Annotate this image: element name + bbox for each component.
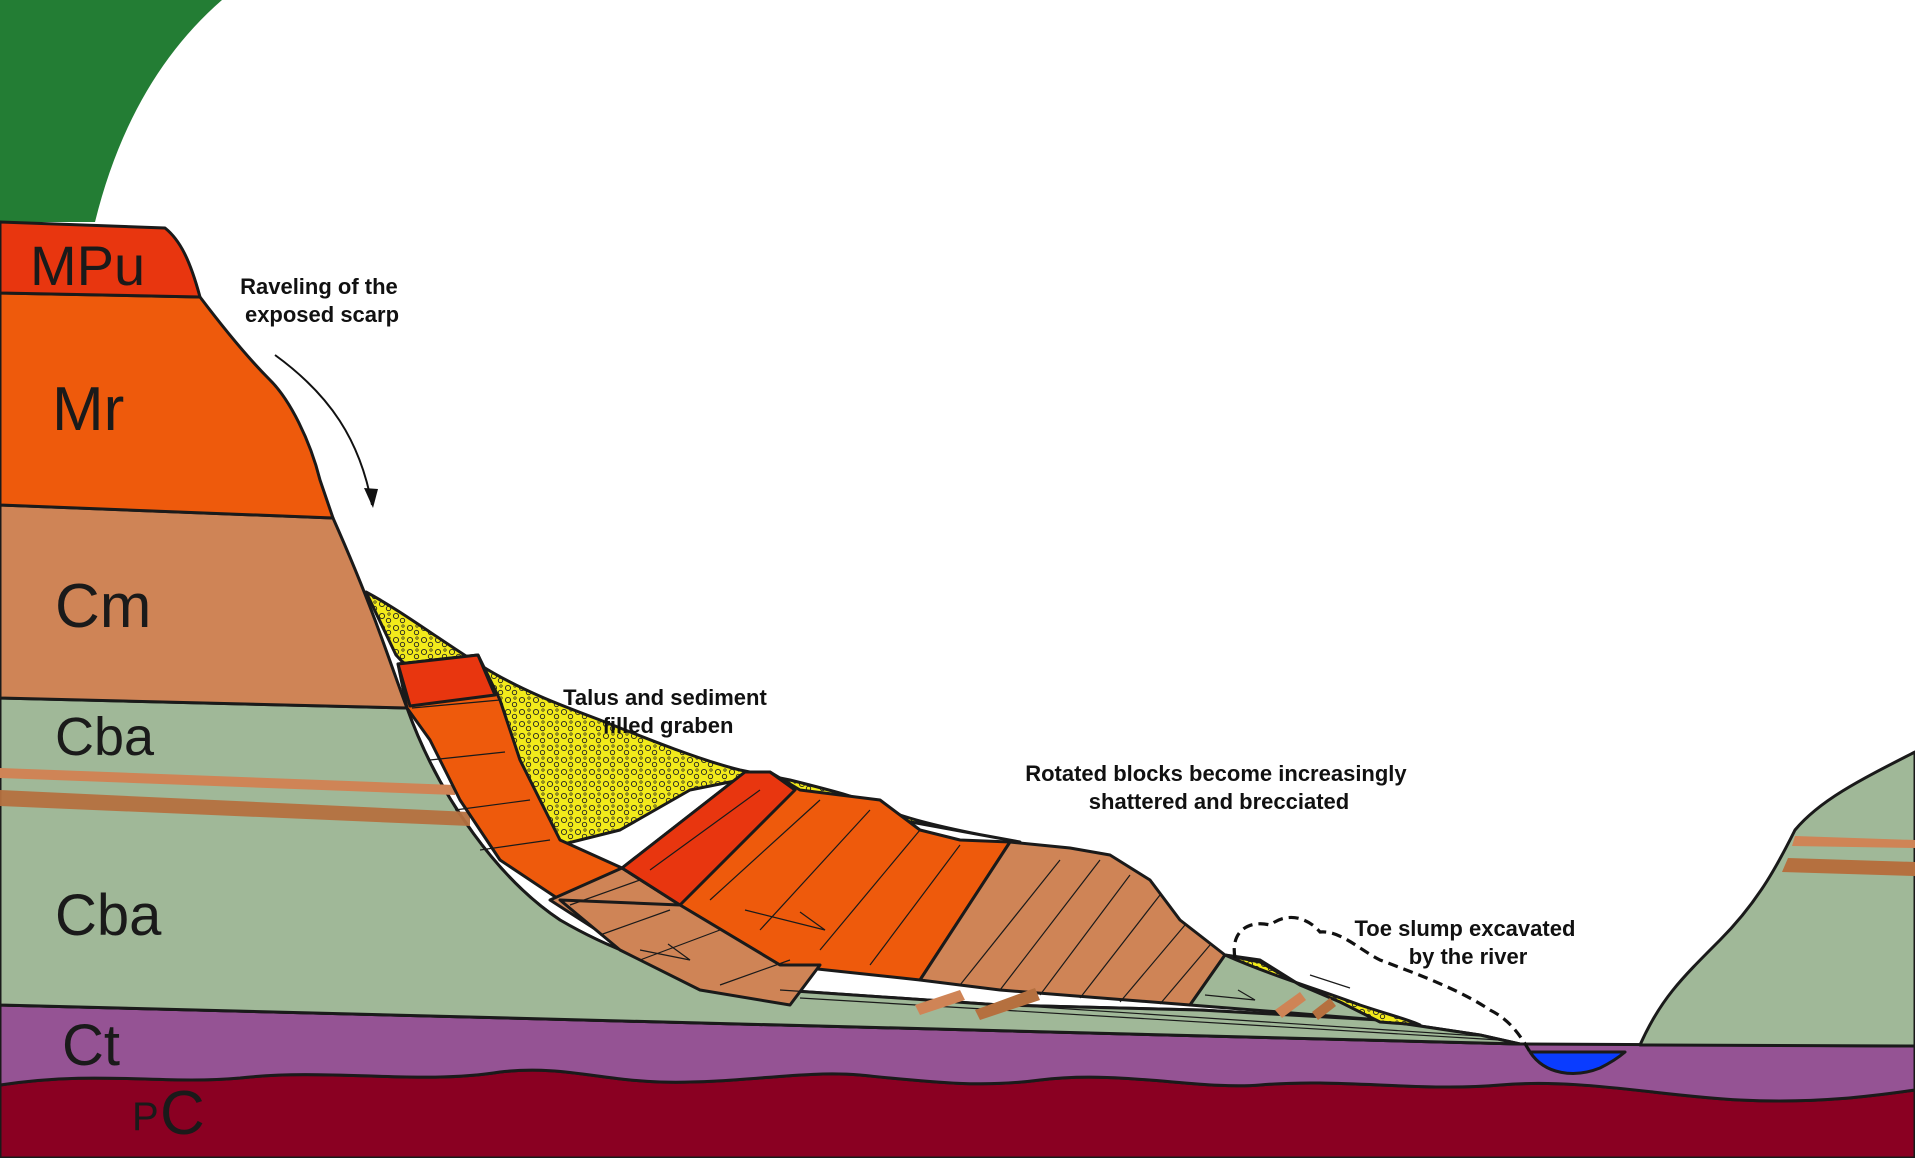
label-mr: Mr <box>52 375 124 444</box>
annotation-talus-line2: filled graben <box>603 713 734 738</box>
annotation-toe-line2: by the river <box>1409 944 1528 969</box>
label-mpu: MPu <box>30 234 145 297</box>
raveling-arrowhead <box>364 488 378 508</box>
annotation-toe: Toe slump excavated by the river <box>1354 916 1581 969</box>
annotation-raveling: Raveling of the exposed scarp <box>240 274 404 327</box>
annotation-raveling-line2: exposed scarp <box>245 302 399 327</box>
annotation-toe-line1: Toe slump excavated <box>1354 916 1575 941</box>
annotation-talus-line1: Talus and sediment <box>563 685 767 710</box>
rotated-block-1-top <box>396 653 497 708</box>
corner-green-shape <box>0 0 222 222</box>
river <box>1528 1050 1627 1075</box>
toe-talus <box>1223 953 1422 1027</box>
label-ct: Ct <box>62 1013 120 1078</box>
label-pc-p: P <box>132 1095 159 1139</box>
layer-cba-right <box>1638 750 1915 1048</box>
layer-mr <box>0 291 335 520</box>
raveling-arrow <box>274 354 373 506</box>
rotated-block-2-red <box>620 770 797 907</box>
cba-stripe-1 <box>0 768 455 795</box>
layer-ct <box>0 1003 1915 1103</box>
label-cba-upper: Cba <box>55 707 155 767</box>
annotation-rotated: Rotated blocks become increasingly shatt… <box>1025 761 1413 814</box>
slip-arrows <box>639 909 1351 1001</box>
annotation-rotated-line2: shattered and brecciated <box>1089 789 1349 814</box>
label-pc-c: C <box>160 1079 205 1148</box>
layer-mpu <box>0 220 202 299</box>
streaks <box>915 988 1336 1020</box>
annotation-talus: Talus and sediment filled graben <box>563 685 773 738</box>
cba-right-stripe-2 <box>1782 858 1915 876</box>
cba-stripe-2 <box>0 790 470 826</box>
toe-slump-outline <box>1232 915 1532 1053</box>
label-cba-lower: Cba <box>55 883 162 948</box>
annotation-raveling-line1: Raveling of the <box>240 274 398 299</box>
cba-right-stripe-1 <box>1792 836 1915 848</box>
annotation-rotated-line1: Rotated blocks become increasingly <box>1025 761 1407 786</box>
label-cm: Cm <box>55 572 151 641</box>
layer-cm <box>0 503 409 710</box>
